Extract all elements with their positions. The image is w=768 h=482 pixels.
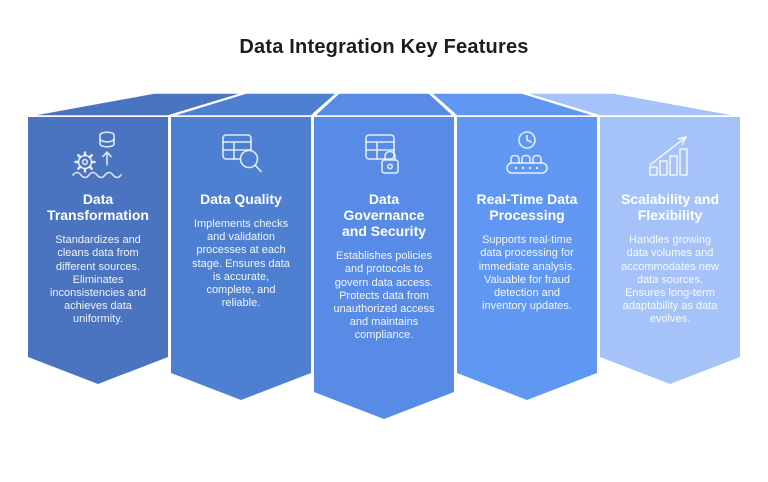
roof-segment-5	[523, 92, 741, 117]
gear-database-transform-icon	[70, 129, 126, 181]
table-padlock-icon	[356, 129, 412, 181]
banner-title: Data Quality	[200, 191, 282, 207]
roof-segment-4	[430, 92, 598, 117]
icon-area	[600, 117, 740, 189]
icon-area	[457, 117, 597, 189]
clock-conveyor-icon	[499, 129, 555, 181]
banner-description: Implements checks and validation process…	[192, 218, 290, 310]
banner-description: Establishes policies and protocols to go…	[333, 250, 435, 342]
banner-scalability-flexibility: Scalability and Flexibility Handles grow…	[600, 117, 740, 384]
table-magnifier-icon	[213, 129, 269, 181]
banner-title: Data Governance and Security	[341, 191, 427, 240]
banner-description: Supports real-time data processing for i…	[478, 234, 576, 313]
roof-segment-3	[313, 92, 455, 117]
banner-title: Real-Time Data Processing	[476, 191, 578, 224]
icon-area	[314, 117, 454, 189]
page-title: Data Integration Key Features	[239, 36, 529, 58]
banner-description: Standardizes and cleans data from differ…	[49, 234, 146, 326]
icon-area	[28, 117, 168, 189]
banner-data-quality: Data Quality Implements checks and valid…	[171, 117, 311, 400]
banner-title: Scalability and Flexibility	[620, 191, 720, 224]
rising-bar-chart-icon	[642, 129, 698, 181]
banner-description: Handles growing data volumes and accommo…	[621, 234, 719, 326]
perspective-roof	[27, 92, 741, 117]
banner-data-transformation: Data Transformation Standardizes and cle…	[28, 117, 168, 384]
banner-data-governance-security: Data Governance and Security Establishes…	[314, 117, 454, 419]
banner-title: Data Transformation	[47, 191, 149, 224]
icon-area	[171, 117, 311, 189]
roof-segment-2	[170, 92, 338, 117]
banner-real-time-processing: Real-Time Data Processing Supports real-…	[457, 117, 597, 400]
